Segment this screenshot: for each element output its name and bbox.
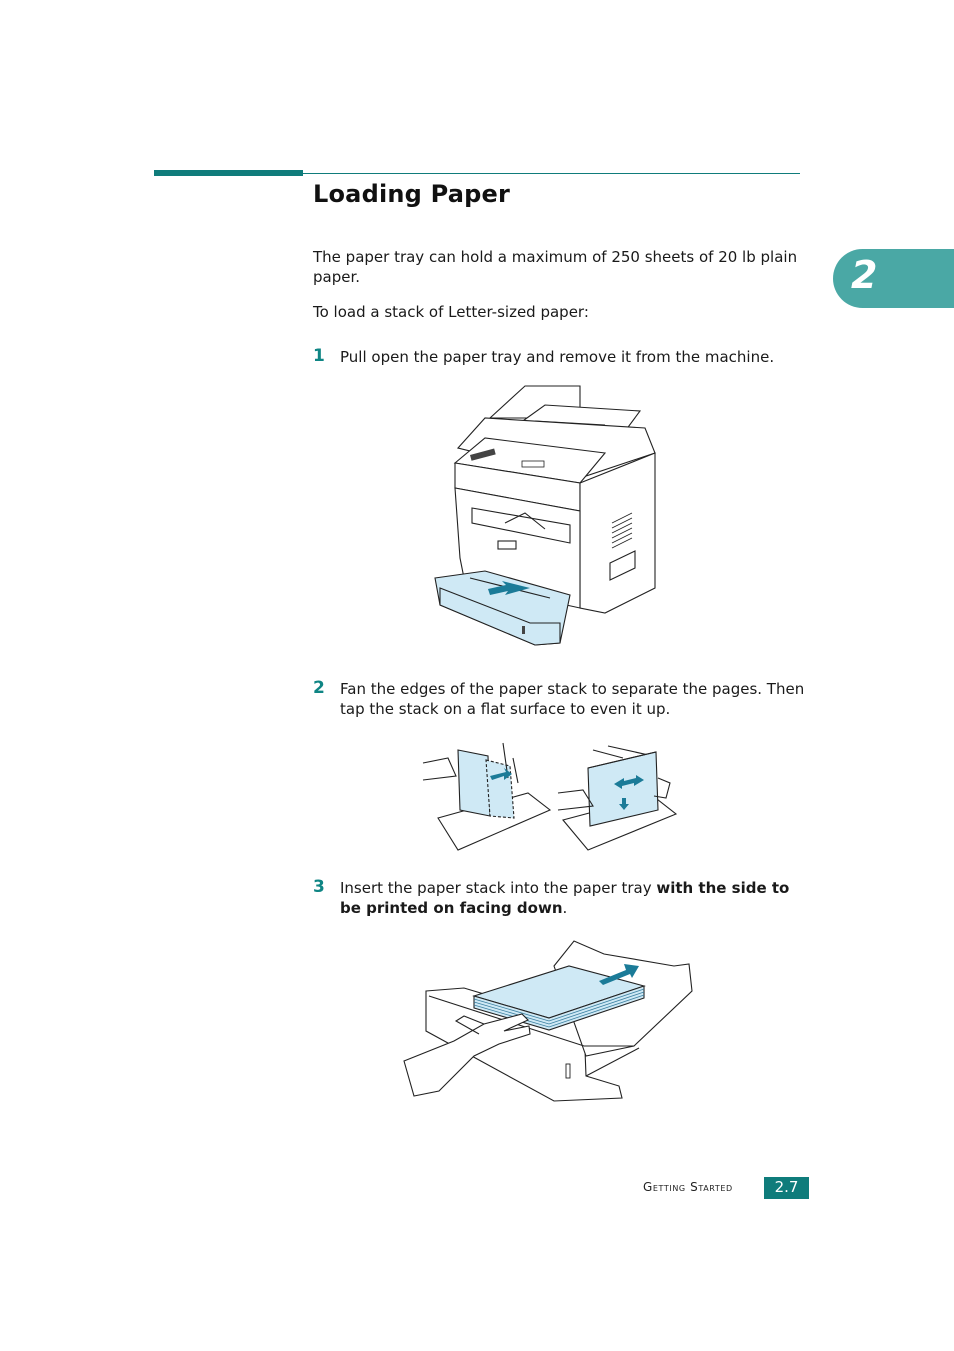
step-2-text: Fan the edges of the paper stack to sepa… xyxy=(340,680,805,718)
insert-paper-illustration xyxy=(403,940,693,1102)
step-1-number: 1 xyxy=(313,346,325,366)
step-3-text-bold: with the side to be printed on facing do… xyxy=(340,879,790,917)
footer-section-title: Getting Started xyxy=(643,1180,733,1194)
fan-paper-illustration xyxy=(422,742,678,851)
step-3-number: 3 xyxy=(313,877,325,897)
chapter-tab xyxy=(833,249,954,308)
lead-paragraph: To load a stack of Letter-sized paper: xyxy=(313,303,589,321)
step-3-text: Insert the paper stack into the paper tr… xyxy=(340,878,810,918)
page-title: Loading Paper xyxy=(313,180,511,208)
step-3-text-end: . xyxy=(562,899,568,917)
chapter-number: 2 xyxy=(851,253,878,297)
page-number: 2.7 xyxy=(764,1177,809,1199)
header-rule-thin xyxy=(303,173,800,174)
step-1-text: Pull open the paper tray and remove it f… xyxy=(340,348,775,366)
header-rule-thick xyxy=(154,170,303,176)
step-2-number: 2 xyxy=(313,678,325,698)
intro-paragraph: The paper tray can hold a maximum of 250… xyxy=(313,248,798,286)
printer-tray-illustration xyxy=(434,385,656,646)
step-3-text-plain: Insert the paper stack into the paper tr… xyxy=(340,879,657,897)
